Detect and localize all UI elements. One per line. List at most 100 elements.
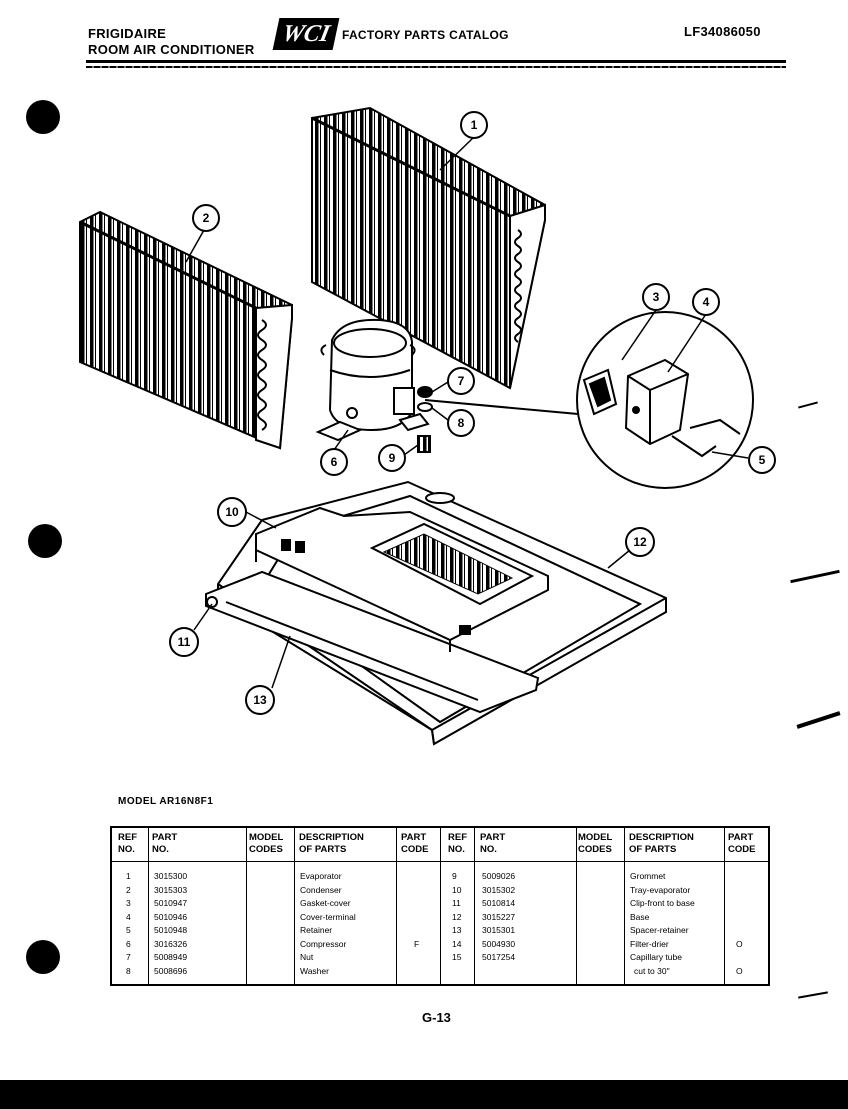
- callout-10-label: 10: [225, 505, 239, 519]
- callout-11: [169, 627, 199, 657]
- scan-speck: [798, 991, 828, 999]
- table-cell: 3: [126, 898, 131, 908]
- table-cell: [736, 884, 743, 898]
- table-cell: 3016326: [154, 938, 188, 949]
- table-cell: Condenser: [300, 884, 342, 895]
- scan-border-bottom: [0, 1080, 848, 1109]
- left-ref-column: 1 2 3 4 5 6 7 8: [126, 870, 131, 978]
- table-col-divider: [246, 828, 247, 984]
- binder-hole-bottom: [26, 940, 60, 974]
- table-cell: O: [736, 965, 743, 976]
- table-cell: 7: [126, 952, 131, 962]
- brand-name: FRIGIDAIRE: [88, 26, 167, 41]
- table-cell: 11: [452, 898, 461, 908]
- table-cell: Clip-front to base: [630, 898, 695, 908]
- table-cell: 3015302: [482, 884, 516, 895]
- table-cell: 5: [126, 925, 131, 935]
- table-cell: [452, 965, 461, 979]
- table-cell: [414, 951, 419, 965]
- model-label: MODEL AR16N8F1: [118, 796, 214, 807]
- table-cell: Tray-evaporator: [630, 884, 691, 895]
- table-cell: [414, 924, 419, 938]
- table-col-divider: [576, 828, 577, 984]
- callout-2: [192, 204, 220, 232]
- table-cell: F: [414, 938, 420, 949]
- callout-6-label: 6: [331, 455, 338, 469]
- right-part-column: 5009026 3015302 5010814 3015227 3015301 …: [482, 870, 515, 978]
- left-part-column: 3015300 3015303 5010947 5010946 5010948 …: [154, 870, 187, 978]
- table-cell: [736, 951, 743, 965]
- callout-5: [748, 446, 776, 474]
- left-part-code-column: F: [414, 870, 419, 978]
- condenser-coil: [79, 210, 293, 450]
- callout-5-label: 5: [759, 453, 766, 467]
- header-model-codes: MODEL CODES: [578, 832, 613, 855]
- table-cell: 14: [452, 938, 462, 949]
- header-rule-thin: [86, 66, 786, 68]
- header-description: DESCRIPTION OF PARTS: [629, 832, 694, 855]
- evaporator-coil: [311, 106, 546, 390]
- header-part-no: PART NO.: [480, 832, 506, 855]
- table-cell: [482, 965, 515, 979]
- table-cell: 5008949: [154, 952, 188, 962]
- header-part-code: PART CODE: [728, 832, 756, 855]
- catalog-number: LF34086050: [684, 24, 761, 39]
- table-cell: [414, 911, 419, 925]
- table-cell: 2: [126, 884, 131, 895]
- table-cell: 3015303: [154, 884, 188, 895]
- table-cell: Retainer: [300, 925, 333, 935]
- callout-7: [447, 367, 475, 395]
- callout-8-label: 8: [458, 416, 465, 430]
- table-cell: 4: [126, 911, 131, 922]
- table-cell: 5017254: [482, 952, 516, 962]
- callout-12-label: 12: [633, 535, 647, 549]
- table-cell: 9: [452, 871, 457, 881]
- table-cell: 15: [452, 952, 462, 962]
- table-cell: Capillary tube: [630, 952, 682, 962]
- table-cell: 12: [452, 911, 462, 922]
- table-cell: 3015300: [154, 871, 188, 881]
- callout-1: [460, 111, 488, 139]
- table-cell: [414, 965, 419, 979]
- callout-7-label: 7: [458, 374, 465, 388]
- table-cell: [736, 870, 743, 884]
- right-part-code-column: O O: [736, 870, 743, 978]
- table-cell: Nut: [300, 952, 314, 962]
- callout-13-label: 13: [253, 693, 267, 707]
- table-col-divider: [440, 828, 441, 984]
- left-description-column: Evaporator Condenser Gasket-cover Cover-…: [300, 870, 356, 978]
- binder-hole-middle: [28, 524, 62, 558]
- table-cell: 3015227: [482, 911, 516, 922]
- table-col-divider: [148, 828, 149, 984]
- callout-12: [625, 527, 655, 557]
- exploded-parts-diagram: 1 2 3 4 5 6 7 8 9 10 11 12 13: [79, 106, 776, 746]
- parts-table: REF NO. PART NO. MODEL CODES DESCRIPTION…: [110, 826, 770, 986]
- callout-3-label: 3: [653, 290, 660, 304]
- table-cell: [414, 884, 419, 898]
- page-number: G-13: [422, 1010, 451, 1025]
- table-col-divider: [396, 828, 397, 984]
- callout-1-label: 1: [471, 118, 478, 132]
- table-cell: cut to 30": [634, 965, 670, 976]
- table-cell: Evaporator: [300, 871, 342, 881]
- table-cell: Base: [630, 911, 650, 922]
- table-cell: 5010814: [482, 898, 516, 908]
- callout-3: [642, 283, 670, 311]
- table-cell: O: [736, 938, 743, 949]
- product-line: ROOM AIR CONDITIONER: [88, 42, 255, 57]
- mounting-hardware: [417, 386, 433, 453]
- table-cell: Spacer-retainer: [630, 925, 689, 935]
- terminal-cover-detail: [424, 311, 754, 489]
- table-cell: [736, 911, 743, 925]
- table-cell: 6: [126, 938, 131, 949]
- tray-evaporator: [255, 506, 549, 652]
- callout-4-label: 4: [703, 295, 710, 309]
- header-ref-no: REF NO.: [118, 832, 137, 855]
- callout-4: [692, 288, 720, 316]
- callout-10: [217, 497, 247, 527]
- right-ref-column: 9 10 11 12 13 14 15: [452, 870, 461, 978]
- compressor: [315, 318, 430, 442]
- table-cell: Cover-terminal: [300, 911, 356, 922]
- leader-lines: [185, 136, 749, 689]
- binder-hole-top: [26, 100, 60, 134]
